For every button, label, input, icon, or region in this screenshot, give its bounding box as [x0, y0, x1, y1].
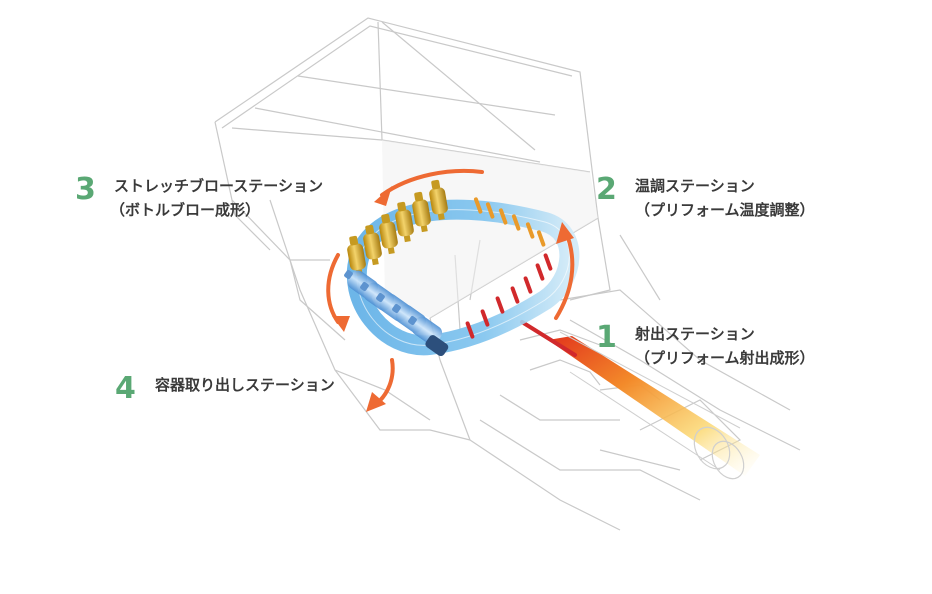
station-4-title: 容器取り出しステーション [155, 376, 335, 394]
injection-nozzle [520, 320, 760, 480]
preform-injected [510, 286, 520, 304]
station-2-number: 2 [596, 172, 617, 207]
station-1-title: 射出ステーション [635, 325, 755, 343]
station-3-subtitle: （ボトルブロー成形） [110, 201, 261, 219]
station-3-number: 3 [75, 172, 96, 207]
preforms [465, 197, 553, 339]
arrow-down-head [366, 392, 386, 412]
preform-injected [495, 296, 505, 314]
preform-warm [511, 214, 521, 231]
preform-warm [536, 230, 546, 247]
preform-injected [535, 263, 545, 281]
station-3-title: ストレッチブローステーション [114, 177, 323, 195]
arrow-top-head [374, 186, 392, 206]
station-2-title: 温調ステーション [635, 177, 755, 195]
arrow-left-head [332, 316, 350, 332]
arrow-right-head [556, 222, 574, 244]
rotation-arrows [326, 168, 575, 412]
preform-warm [498, 208, 508, 225]
preform-warm [473, 197, 483, 214]
preform-warm [485, 202, 495, 219]
preform-warm [525, 222, 535, 239]
preform-injected [480, 309, 490, 327]
gold-bottle [363, 224, 382, 266]
preform-injected [523, 276, 533, 294]
station-1-subtitle: （プリフォーム射出成形） [635, 349, 815, 367]
stretch-blow-bottles [347, 179, 448, 277]
preform-injected [465, 321, 475, 339]
gold-bottle [395, 201, 414, 243]
station-4-number: 4 [115, 371, 136, 406]
preform-injected [543, 253, 553, 271]
station-2-subtitle: （プリフォーム温度調整） [635, 201, 815, 219]
gold-bottle [379, 213, 398, 255]
gold-bottle [429, 179, 448, 221]
station-1-number: 1 [596, 320, 617, 355]
ejected-bottle [425, 335, 449, 357]
arrow-left [326, 253, 340, 324]
ejection-bottles [344, 270, 449, 357]
arrow-top [380, 168, 484, 197]
gold-bottle [412, 191, 431, 233]
arrow-right [554, 230, 575, 320]
